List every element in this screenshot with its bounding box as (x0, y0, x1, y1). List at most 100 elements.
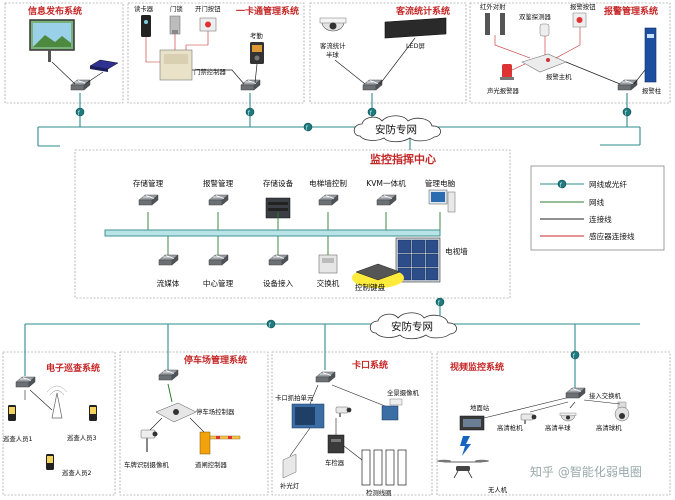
patrol-p3-label: 巡查人员3 (67, 433, 97, 442)
media-player-icon (89, 59, 119, 72)
hd-dome-label: 高清半球 (545, 423, 571, 432)
checkpoint-system-frame (271, 351, 433, 496)
fill-light-label: 补光灯 (280, 481, 300, 490)
center-top-label-2: 存储设备 (263, 178, 294, 188)
alarm-system-frame (469, 2, 671, 104)
hd-ball-camera-icon (614, 401, 630, 422)
center-top-device-5 (428, 189, 456, 230)
command-center: 监控指挥中心 存储管理 报警管理 存储设备 电梯墙控制 KVM一体机 管理电脑 流媒体 中心… (104, 152, 468, 318)
attendance-label: 考勤 (250, 31, 263, 40)
alarm-switch-icon (617, 79, 638, 91)
drone-label: 无人机 (488, 485, 508, 494)
drone-icon (437, 459, 489, 479)
center-top-device-1 (208, 194, 229, 230)
tv-wall-label: 电视墙 (445, 246, 468, 256)
info-system-frame (4, 2, 124, 104)
checkpoint-switch-icon (315, 371, 336, 383)
center-bottom-device-0 (158, 236, 179, 266)
video-system: 视频监控系统 接入交换机 地面站 高清枪机 高清半球 高清球机 (437, 361, 642, 494)
patrol-system-frame (2, 351, 116, 496)
plate-camera-icon (140, 429, 158, 452)
center-top-label-5: 管理电脑 (425, 178, 456, 188)
checkpoint-system: 卡口系统 卡口抓拍单元 全景摄像机 车检器 补光灯 检测线圈 (275, 359, 420, 497)
center-top-label-3: 电梯墙控制 (309, 178, 347, 188)
center-bottom-device-2 (268, 236, 289, 266)
alarm-button-label: 报警按钮 (570, 2, 596, 11)
center-top-label-1: 报警管理 (203, 178, 234, 188)
card-reader-label: 读卡器 (134, 4, 154, 13)
parking-system: 停车场管理系统 停车场控制器 车牌识别摄像机 道闸控制器 (124, 354, 247, 469)
legend-fiber-label: 网线或光纤 (589, 179, 627, 189)
legend-sensor-label: 感应器连接线 (589, 231, 635, 241)
checkpoint-system-title: 卡口系统 (352, 359, 388, 371)
alarm-host-icon (521, 53, 567, 73)
hd-gun-camera-icon (520, 413, 537, 425)
hd-gun-label: 高清枪机 (497, 423, 523, 432)
watermark: 知乎 @智能化弱电圈 (530, 464, 642, 479)
lower-fiber-node (266, 319, 276, 329)
center-bottom-device-1 (208, 236, 229, 266)
ground-station-label: 地面站 (470, 403, 490, 412)
ir-beam-icon (485, 13, 505, 35)
center-bottom-device-3 (318, 236, 338, 274)
center-bottom-label-1: 中心管理 (203, 278, 234, 288)
center-bottom-label-0: 流媒体 (157, 278, 180, 288)
fill-light-icon (282, 453, 297, 479)
flow-system-title: 客流统计系统 (395, 5, 450, 17)
lower-cloud: 安防专网 (369, 312, 457, 340)
flow-switch-icon (362, 79, 383, 91)
led-screen-icon (384, 17, 447, 39)
center-top-device-2 (265, 197, 291, 230)
signal-tower-icon (46, 385, 68, 419)
people-counter-dome-icon (319, 17, 347, 32)
control-keyboard-label: 控制键盘 (355, 282, 386, 292)
patrol-switch-icon (15, 376, 36, 388)
tv-wall-icon (395, 237, 441, 283)
panorama-label: 全景摄像机 (387, 388, 420, 397)
gate-controller-label: 道闸控制器 (195, 460, 228, 469)
patrol-p1-label: 巡查人员1 (3, 434, 33, 443)
center-top-label-0: 存储管理 (133, 178, 164, 188)
capture-camera-icon (335, 406, 352, 418)
parking-controller-icon (155, 402, 197, 423)
parking-system-frame (119, 351, 269, 496)
card-reader-icon (141, 15, 151, 37)
patrol-device-3-icon (89, 405, 97, 421)
center-top-label-4: KVM一体机 (366, 178, 406, 188)
detection-coil-icon (361, 449, 407, 486)
center-title: 监控指挥中心 (370, 152, 436, 166)
exit-button-icon (199, 17, 217, 32)
lower-cloud-label: 安防专网 (391, 320, 433, 333)
info-switch-icon (70, 79, 91, 91)
capture-unit-label: 卡口抓拍单元 (275, 393, 314, 402)
center-bus (104, 229, 441, 237)
card-lock-label: 门锁 (170, 4, 183, 13)
dual-detector-icon (539, 23, 550, 37)
center-fiber-node (435, 297, 445, 307)
legend-net-label: 网线 (589, 197, 605, 207)
legend-conn-label: 连接线 (589, 214, 612, 224)
video-system-title: 视频监控系统 (450, 361, 504, 373)
alarm-system: 报警管理系统 红外对射 双鉴探测器 报警按钮 报警主机 声光报警器 报警柱 (480, 2, 662, 95)
upper-cloud: 安防专网 (353, 115, 441, 143)
info-system: 信息发布系统 (28, 5, 119, 91)
upper-fiber-nodes (75, 107, 632, 132)
attendance-terminal-icon (250, 42, 264, 64)
siren-icon (500, 64, 514, 80)
legend: 网线或光纤 网线 连接线 感应器连接线 (530, 165, 665, 251)
command-center-frame (74, 149, 511, 299)
flow-system-frame (309, 2, 467, 104)
patrol-system: 电子巡查系统 巡查人员1 巡查人员3 巡查人员2 (3, 362, 100, 477)
card-system-frame (127, 2, 305, 104)
panorama-camera-icon (381, 398, 403, 421)
billboard-icon (29, 19, 75, 62)
plate-camera-label: 车牌识别摄像机 (124, 460, 169, 469)
center-top-device-3 (318, 194, 339, 230)
center-bottom-label-3: 交换机 (317, 278, 340, 288)
center-top-device-4 (376, 194, 397, 230)
door-lock-icon (169, 15, 181, 35)
upper-cloud-label: 安防专网 (375, 123, 417, 136)
flow-system: 客流统计系统 客流统计 半球 LED屏 (319, 5, 450, 91)
parking-switch-icon (158, 369, 179, 381)
